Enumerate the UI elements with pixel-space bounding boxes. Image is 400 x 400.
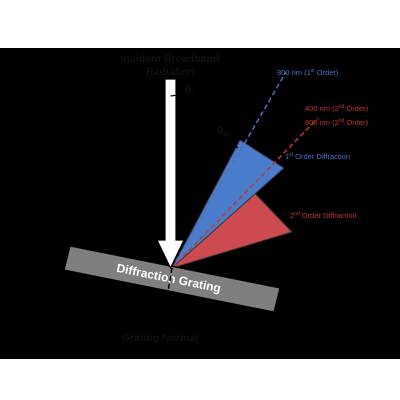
incident-label-line2: Radiation	[146, 66, 194, 78]
theta-i-arc	[170, 94, 205, 102]
normal-line-lower	[159, 267, 173, 339]
theta-m-arc	[200, 133, 239, 149]
label-second-order-diffraction: 2nd Order Diffraction	[290, 211, 357, 220]
label-800nm-second-order: 800 nm (2nd Order)	[305, 118, 369, 127]
incident-label-line1: Incident Broadband	[121, 53, 220, 65]
theta-i-label: θi	[185, 84, 193, 97]
theta-m-label: θm	[217, 125, 229, 138]
label-800nm-first-order: 800 nm (1st Order)	[277, 68, 339, 77]
incident-arrow	[156, 78, 185, 270]
diffraction-grating	[63, 245, 281, 313]
grating-normal-label: Grating Normal	[122, 332, 199, 344]
label-first-order-diffraction: 1st Order Diffraction	[285, 152, 350, 161]
label-400nm-second-order: 400 nm (2nd Order)	[305, 104, 369, 113]
ray-800nm-first-order	[171, 71, 287, 269]
diagram-background	[0, 48, 400, 359]
ray-2nd-order	[171, 117, 319, 269]
first-order-cone	[171, 139, 285, 269]
